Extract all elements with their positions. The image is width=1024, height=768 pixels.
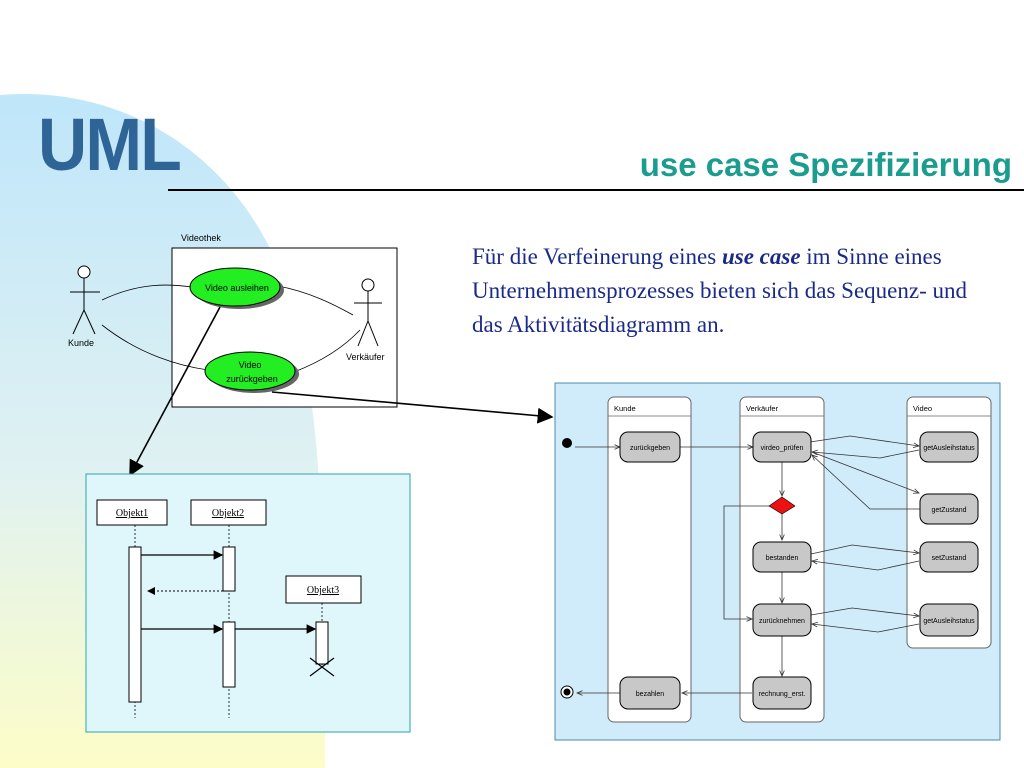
act-getzustand <box>919 493 979 525</box>
lane-customer <box>607 396 692 723</box>
arrow-to-sequence <box>129 306 221 477</box>
flow-check-getzustand <box>811 451 919 493</box>
flow-getstatus-check <box>812 449 920 459</box>
act-check-label: virdeo_prüfen <box>761 445 804 452</box>
uc-return <box>204 351 296 391</box>
act-setzustand-label: setZustand <box>932 555 967 562</box>
title-rule <box>168 189 1024 191</box>
activity-start-node <box>562 438 572 448</box>
flow-takeback-getstatus <box>810 607 919 616</box>
act-check <box>752 431 812 463</box>
act-getstatus-2-label: getAusleihstatus <box>923 618 975 625</box>
seq-object2-label: Objekt2 <box>212 508 244 519</box>
act-pay-label: bezahlen <box>636 691 665 698</box>
seq-object3-label: Objekt3 <box>307 585 339 596</box>
flow-getstatus-takeback <box>812 624 920 633</box>
act-takeback-label: zurücknehmen <box>759 618 805 625</box>
act-passed <box>752 541 812 573</box>
lane-seller-label: Verkäufer <box>746 404 779 413</box>
seq-activation2b <box>222 621 236 688</box>
actor-customer <box>70 265 100 335</box>
act-getzustand-label: getZustand <box>931 507 966 514</box>
body-text-after: im Sinne eines Unternehmensprozesses bie… <box>472 244 967 337</box>
lane-customer-label: Kunde <box>614 404 636 413</box>
assoc-seller-rent <box>277 285 354 316</box>
uc-return-label-2: zurückgeben <box>226 374 278 384</box>
flow-decision-takeback <box>723 505 771 619</box>
flow-getzustand-check <box>812 455 920 510</box>
uc-rent-label: Video ausleihen <box>205 283 269 293</box>
act-invoice-label: rechnung_erst. <box>759 691 806 698</box>
act-setzustand <box>919 541 979 573</box>
actor-customer-label: Kunde <box>68 338 94 348</box>
seq-destroy-mark <box>309 657 335 677</box>
act-getstatus-2 <box>919 603 979 637</box>
act-takeback <box>752 603 812 637</box>
seq-activation3 <box>315 621 329 665</box>
lane-video-label: Video <box>913 404 932 413</box>
act-passed-label: bestanden <box>766 555 799 562</box>
act-return <box>619 431 681 463</box>
flow-check-getstatus <box>809 435 919 446</box>
assoc-seller-return <box>293 329 361 373</box>
assoc-customer-return <box>101 324 209 371</box>
act-getstatus-1-label: getAusleihstatus <box>923 445 975 452</box>
uc-rent <box>189 267 281 307</box>
seq-activation1 <box>128 546 142 703</box>
seq-activation2a <box>222 546 236 592</box>
slide-subtitle: use case Spezifizierung <box>639 146 1012 183</box>
decision-diamond <box>768 496 796 515</box>
seq-object3 <box>285 575 362 604</box>
actor-seller <box>354 278 382 347</box>
seq-object1 <box>96 499 168 526</box>
body-paragraph: Für die Verfeinerung eines use case im S… <box>472 240 1002 342</box>
body-text-emphasis: use case <box>721 244 801 269</box>
body-text-before: Für die Verfeinerung eines <box>472 244 722 269</box>
act-getstatus-1 <box>919 431 979 463</box>
flow-passed-setzustand <box>810 544 919 554</box>
act-return-label: zurückgeben <box>630 445 670 452</box>
act-pay <box>619 676 681 710</box>
seq-object1-label: Objekt1 <box>116 508 148 519</box>
uc-return-label-1: Video <box>239 360 262 370</box>
slide-title: UML <box>38 103 182 186</box>
seq-object2 <box>190 499 267 526</box>
arrow-to-activity <box>271 391 554 424</box>
system-boundary-label: Videothek <box>181 233 221 243</box>
assoc-customer-rent <box>101 284 193 301</box>
flow-setzustand-passed <box>812 561 920 571</box>
actor-seller-label: Verkäufer <box>346 352 385 362</box>
act-invoice <box>752 676 812 710</box>
activity-end-node <box>560 685 574 699</box>
